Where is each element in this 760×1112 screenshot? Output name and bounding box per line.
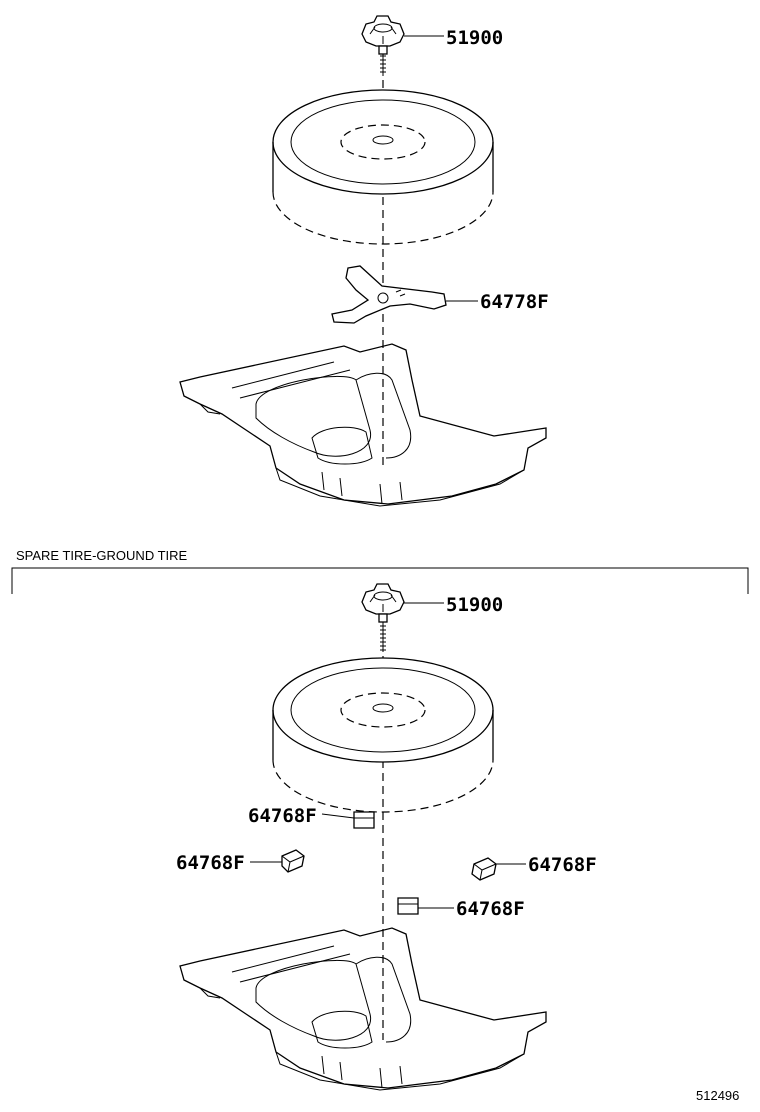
part-label-64778F[interactable]: 64778F xyxy=(480,291,549,313)
spare-tire-bottom xyxy=(272,657,494,813)
part-label-51900-bottom[interactable]: 51900 xyxy=(446,594,503,616)
bracket-top xyxy=(331,265,447,324)
spacer-pad-d xyxy=(397,897,419,915)
illustration-code: 512496 xyxy=(696,1088,739,1103)
lock-bolt-bottom xyxy=(361,583,405,652)
section-caption: SPARE TIRE-GROUND TIRE xyxy=(16,548,188,563)
bottom-assembly: 51900 64768F 64768F xyxy=(176,583,597,1091)
part-label-51900-top[interactable]: 51900 xyxy=(446,27,503,49)
lock-bolt-top xyxy=(361,15,405,76)
floor-pan-top xyxy=(179,343,547,507)
part-label-spacer-d[interactable]: 64768F xyxy=(456,898,525,920)
leader-spacer-a xyxy=(321,813,355,819)
part-label-spacer-b[interactable]: 64768F xyxy=(176,852,245,874)
top-assembly: 51900 64778F xyxy=(179,15,549,507)
part-label-spacer-a[interactable]: 64768F xyxy=(248,805,317,827)
spare-tire-top xyxy=(272,89,494,245)
floor-pan-bottom xyxy=(179,927,547,1091)
spacer-pad-b xyxy=(281,849,305,873)
section-frame xyxy=(11,567,749,594)
spacer-pad-a xyxy=(353,811,375,829)
part-label-spacer-c[interactable]: 64768F xyxy=(528,854,597,876)
spacer-pad-c xyxy=(471,857,497,881)
